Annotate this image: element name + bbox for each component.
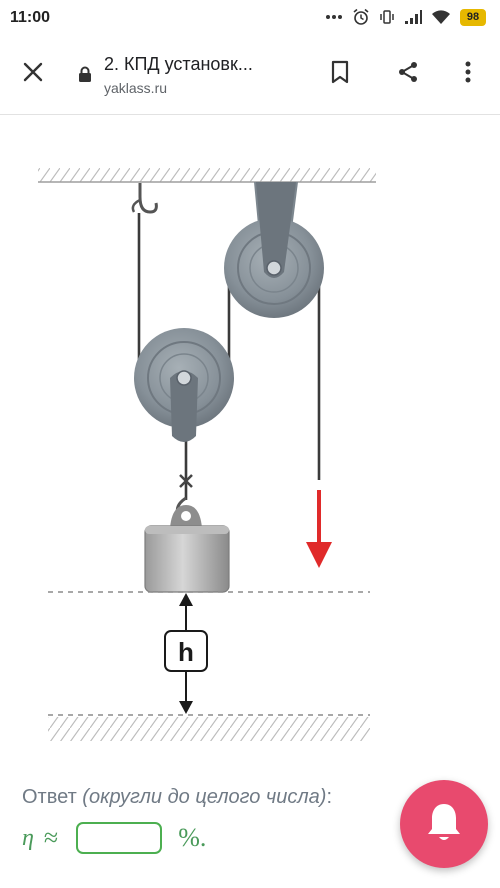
pulley-figure: h [38,168,376,741]
share-icon [396,60,420,89]
ceiling-hook [131,183,158,214]
vibrate-icon [379,9,395,25]
signal-icon [404,9,422,25]
fixed-pulley [224,182,324,318]
answer-input[interactable] [76,822,163,854]
height-label: h [178,637,194,667]
ceiling [38,168,376,183]
bell-icon [424,800,464,849]
close-icon [22,61,44,88]
notifications-button[interactable] [400,780,488,868]
more-vert-icon [465,61,471,88]
percent-symbol: %. [178,823,207,852]
answer-prompt: Ответ (округли до целого числа): [22,786,332,809]
wifi-icon [431,9,451,25]
more-dots-icon [325,14,343,20]
close-button[interactable] [15,56,51,92]
status-icons: 98 [325,8,486,26]
battery-indicator: 98 [460,8,486,26]
status-bar: 11:00 98 [0,0,500,36]
weight [144,505,230,593]
answer-prompt-plain: Ответ [22,786,83,808]
browser-toolbar: 2. КПД установк... yaklass.ru [0,36,500,115]
share-button[interactable] [390,56,426,92]
alarm-icon [352,8,370,26]
height-dimension: h [164,593,208,714]
eta-symbol: η [22,824,34,851]
answer-prompt-colon: : [326,786,333,808]
answer-prompt-hint: (округли до целого числа) [82,786,327,808]
pull-arrow [306,490,332,568]
bookmark-button[interactable] [322,56,358,92]
reference-lines [48,591,370,741]
movable-pulley [134,328,234,442]
page-url: yaklass.ru [104,80,168,96]
page-title: 2. КПД установк... [104,54,253,74]
lock-icon [78,66,92,88]
status-time: 11:00 [10,9,51,26]
approx-symbol: ≈ [43,823,59,852]
answer-row: η ≈ %. [22,818,206,858]
bookmark-icon [330,60,350,89]
more-options-button[interactable] [450,56,486,92]
